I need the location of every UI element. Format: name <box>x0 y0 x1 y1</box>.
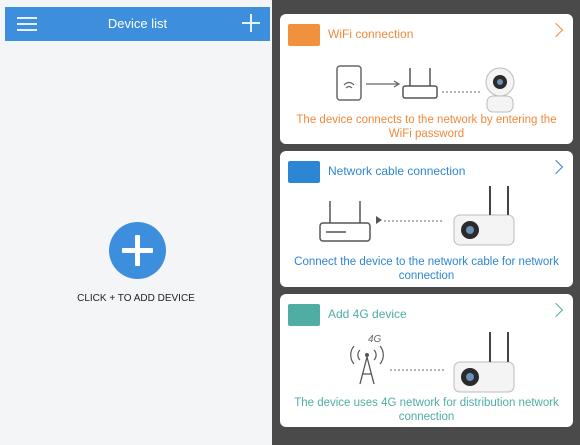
cable-tag <box>288 161 320 183</box>
app-header: Device list <box>5 7 270 41</box>
option-title: Network cable connection <box>328 164 466 178</box>
connection-options-panel: WiFi connection The device connects to t… <box>272 0 580 445</box>
option-wifi-connection[interactable]: WiFi connection The device connects to t… <box>280 14 573 144</box>
option-title: Add 4G device <box>328 307 407 321</box>
chevron-right-icon[interactable] <box>548 22 564 38</box>
device-list-screen: Device list CLICK + TO ADD DEVICE <box>0 0 272 445</box>
wifi-tag <box>288 24 320 46</box>
option-description: Connect the device to the network cable … <box>294 256 559 282</box>
4g-camera-diagram-icon: 4G <box>350 332 515 393</box>
option-network-cable-connection[interactable]: Network cable connection Connect the dev… <box>280 151 573 287</box>
add-device-hint: CLICK + TO ADD DEVICE <box>77 293 195 304</box>
add-device-button[interactable] <box>109 222 166 279</box>
menu-icon[interactable] <box>17 14 37 34</box>
page-title: Device list <box>107 16 168 31</box>
chevron-right-icon[interactable] <box>548 159 564 175</box>
wifi-camera-diagram-icon <box>336 65 515 113</box>
option-description: The device uses 4G network for distribut… <box>294 397 559 423</box>
option-add-4g-device[interactable]: Add 4G device 4G The device uses 4G netw… <box>280 294 573 427</box>
4g-badge: 4G <box>368 334 382 345</box>
option-description: The device connects to the network by en… <box>296 114 557 140</box>
cable-camera-diagram-icon <box>319 186 515 246</box>
lte-tag <box>288 304 320 326</box>
option-title: WiFi connection <box>328 27 414 41</box>
chevron-right-icon[interactable] <box>548 302 564 318</box>
add-icon[interactable] <box>242 14 260 32</box>
